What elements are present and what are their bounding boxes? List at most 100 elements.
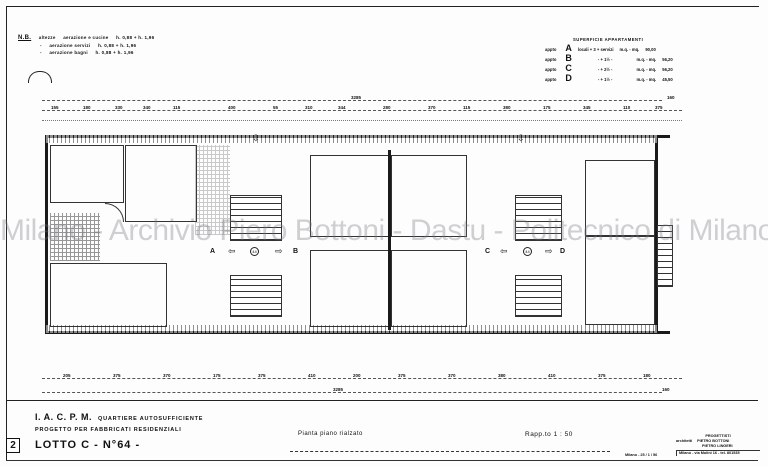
surface-row-b: appto B - + 1½ - m.q. - mq. 56,20 (545, 54, 679, 64)
dim-value: 375 (597, 373, 607, 378)
dim-value: 380 (502, 105, 512, 110)
title-line-1: I. A. C. P. M.QUARTIERE AUTOSUFFICIENTE (35, 412, 203, 422)
date-label: Milano - 25 / 1 / 56 (625, 453, 658, 457)
designer-name-1: PIETRO BOTTONI (697, 439, 730, 443)
surface-letter: A (565, 43, 572, 53)
staircase-1-upper (230, 195, 282, 241)
archive-watermark: Milano - Archivio Piero Bottoni - Dastu … (0, 214, 768, 247)
designers-names: architetti PIETRO BOTTONI (676, 439, 760, 444)
surface-desc: - + 1½ - (597, 57, 613, 62)
surface-unit: m.q. - mq. (619, 47, 640, 52)
room-bedroom-2 (125, 145, 197, 222)
drawing-frame (6, 6, 759, 461)
dimension-right-bottom: 160 (661, 387, 671, 392)
dim-value: 345 (582, 105, 592, 110)
surface-unit: m.q. - mq. (636, 57, 657, 62)
dim-value: 310 (304, 105, 314, 110)
dim-value: 375 (112, 373, 122, 378)
notes-col2: aerazione servizi (49, 43, 91, 48)
designers-block: PROGETTISTI architetti PIETRO BOTTONI PI… (676, 434, 760, 456)
district-name: QUARTIERE AUTOSUFFICIENTE (98, 416, 204, 422)
project-description: PROGETTO PER FABBRICATI RESIDENZIALI (35, 427, 182, 433)
dimension-total-bottom: 3285 (332, 387, 345, 392)
lot-number: LOTTO C - N°64 - (35, 439, 141, 451)
room-bedroom-1 (50, 145, 124, 203)
room-b-living (310, 250, 392, 327)
footer-dashed-line (290, 451, 610, 452)
arrow-left-icon: ⇦ (228, 246, 236, 256)
dim-value: 200 (352, 373, 362, 378)
dimension-line-bottom-right: 160 (655, 384, 695, 392)
kitchen-tiles (50, 213, 100, 261)
wall-west (45, 135, 48, 334)
dim-value: 55 (272, 105, 280, 110)
notes-col1: - (40, 43, 42, 48)
notes-col1: - (40, 50, 42, 55)
dimension-line-bottom-total: 3285 (42, 384, 662, 393)
surface-unit: m.q. - mq. (636, 67, 657, 72)
dim-value: 330 (114, 105, 124, 110)
dimension-line-top-inner (42, 112, 682, 121)
designers-role: architetti (676, 439, 693, 443)
surface-letter: B (565, 53, 572, 63)
room-d-bedroom (585, 160, 655, 237)
dim-value: 370 (427, 105, 437, 110)
dim-value: 400 (227, 105, 237, 110)
facade-north-hatch (45, 135, 657, 143)
dim-value: 180 (82, 105, 92, 110)
dim-value: 340 (142, 105, 152, 110)
arrow-right-icon: ⇨ (545, 246, 553, 256)
surface-desc: - + 2½ - (597, 67, 613, 72)
surface-prefix: appto (545, 67, 557, 72)
notes-block: N.B. altezze aerazione e cucine h. 0,88 … (18, 34, 160, 56)
dim-value: 375 (257, 373, 267, 378)
surface-row-d: appto D - + 1½ - m.q. - mq. 45,50 (545, 74, 679, 84)
notes-col1: altezze (38, 35, 56, 40)
surface-letter: C (565, 63, 572, 73)
dimension-total-top: 3285 (350, 95, 363, 100)
sheet-number: 2 (6, 438, 20, 453)
dim-value: 115 (462, 105, 472, 110)
notes-col3: h. 0,88 + h. 1,96 (95, 50, 134, 55)
frame-bottom-line (6, 460, 758, 461)
dim-value: 375 (654, 105, 664, 110)
dimension-line-top-total: 3285 (42, 92, 662, 101)
dim-value: 410 (307, 373, 317, 378)
surface-prefix: appto (545, 77, 557, 82)
party-wall-center (388, 150, 391, 330)
unit-label-c: C (485, 248, 491, 255)
title-block (6, 400, 758, 461)
surface-desc: - + 1½ - (597, 77, 613, 82)
surface-letter: D (565, 73, 572, 83)
dim-value: 410 (547, 373, 557, 378)
drawing-title: Pianta piano rialzato (298, 431, 363, 437)
dim-value: 280 (382, 105, 392, 110)
surface-value: 56,20 (662, 57, 673, 62)
notes-col2: aerazione e cucine (63, 35, 109, 40)
dimension-right-top: 160 (666, 95, 676, 100)
notes-col3: h. 0,88 + h. 1,96 (98, 43, 137, 48)
dim-value: 375 (397, 373, 407, 378)
dim-value: 370 (162, 373, 172, 378)
surface-prefix: appto (545, 47, 557, 52)
designers-address: Milano - via Mulini 16 - tel. 801535 (676, 450, 760, 456)
dimension-line-bottom-partial: 205 375 370 175 375 410 200 375 370 380 … (42, 370, 682, 379)
designers-header: PROGETTISTI (705, 434, 731, 438)
unit-label-a: A (210, 248, 216, 255)
entrance-arrow-down-icon: ⇩ (252, 133, 260, 143)
room-b-bedroom (310, 155, 392, 237)
dim-value: 180 (642, 373, 652, 378)
surface-value: 90,00 (645, 47, 656, 52)
dim-value: 155 (50, 105, 60, 110)
surface-prefix: appto (545, 57, 557, 62)
facade-south-hatch (45, 325, 657, 333)
surface-value: 45,50 (662, 77, 673, 82)
room-c-living (390, 250, 467, 327)
surface-unit: m.q. - mq. (636, 77, 657, 82)
dim-value: 344 (337, 105, 347, 110)
notes-nb: N.B. (18, 35, 32, 41)
